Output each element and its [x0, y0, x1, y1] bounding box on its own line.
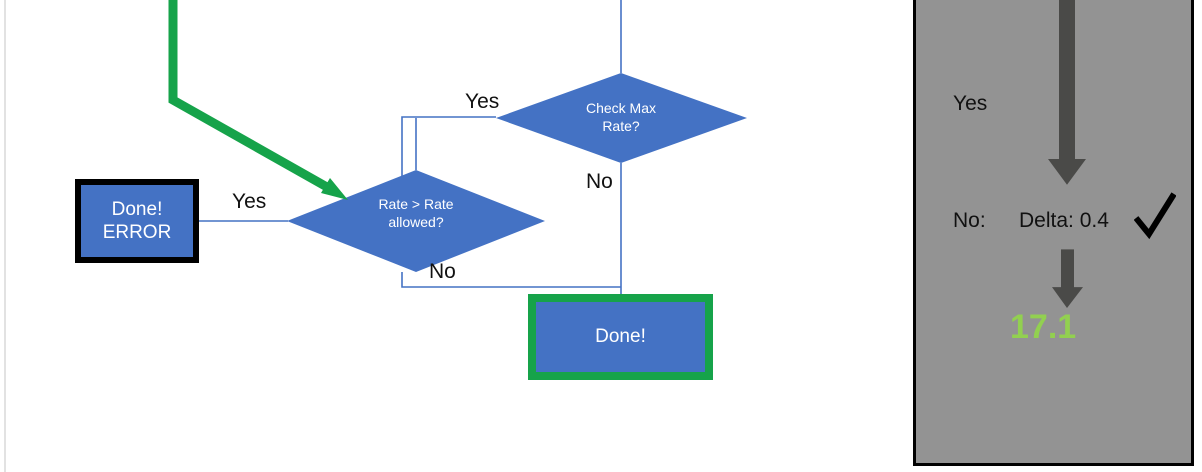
panel-arrow-bottom	[1052, 249, 1083, 309]
panel-arrow-top	[1048, 0, 1086, 185]
green-highlight-arrowhead	[321, 178, 348, 200]
edge-label-rate-no: No	[429, 260, 456, 283]
panel-branch-yes-label: Yes	[953, 92, 988, 115]
slide-left-rule	[4, 0, 6, 472]
node-done-error-label: Done! ERROR	[102, 198, 172, 243]
node-done-label: Done!	[595, 326, 646, 347]
panel-arrows	[1048, 0, 1086, 309]
green-highlight-path	[168, 0, 337, 195]
node-check-max-rate	[496, 73, 747, 163]
decision-trace-panel: Yes No: Delta: 0.4 17.1	[913, 0, 1194, 466]
node-done: Done!	[528, 294, 713, 380]
node-done-error: Done! ERROR	[75, 179, 199, 263]
panel-branch-no-label: No:	[953, 209, 986, 232]
flowchart-diagram	[168, 0, 747, 294]
node-rate-gt-rate-allowed-label: Rate > Rate allowed?	[378, 196, 454, 230]
edge-label-rate-yes: Yes	[232, 190, 267, 213]
edge-label-check-max-yes: Yes	[465, 90, 500, 113]
node-rate-gt-rate-allowed	[287, 170, 545, 272]
edge-label-check-max-no: No	[586, 170, 613, 193]
check-mark-icon	[1134, 192, 1176, 240]
panel-delta-value: Delta: 0.4	[1019, 209, 1109, 232]
connector-rate-no	[401, 272, 621, 288]
node-check-max-rate-label: Check Max Rate?	[585, 100, 657, 134]
panel-result-value: 17.1	[1010, 308, 1077, 346]
